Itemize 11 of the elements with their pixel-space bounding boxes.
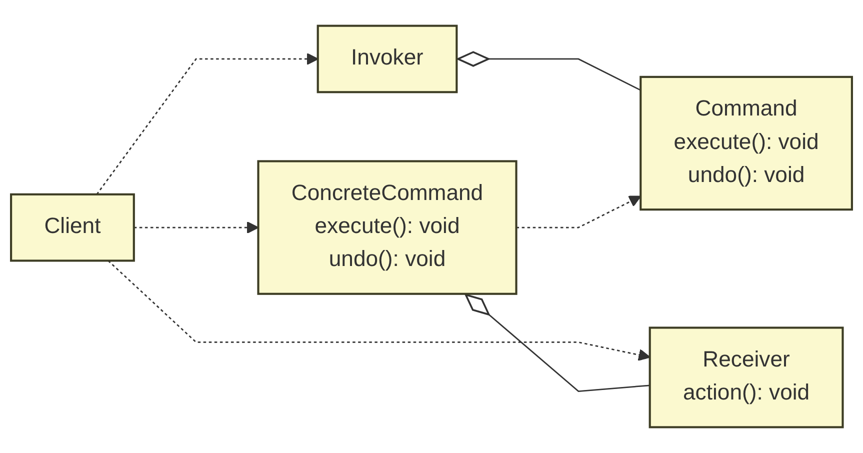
node-box: Client <box>10 193 135 262</box>
node-box: Receiver action(): void <box>648 326 844 428</box>
arrow <box>134 221 259 234</box>
node-box: Invoker <box>316 24 458 94</box>
arrow <box>96 52 318 195</box>
node-box: Command execute(): void undo(): void <box>640 76 853 211</box>
connector <box>464 293 650 392</box>
connector <box>456 51 641 91</box>
arrow <box>516 196 642 228</box>
node-box: ConcreteCommand execute(): void undo(): void <box>257 160 518 295</box>
arrow <box>108 260 650 361</box>
